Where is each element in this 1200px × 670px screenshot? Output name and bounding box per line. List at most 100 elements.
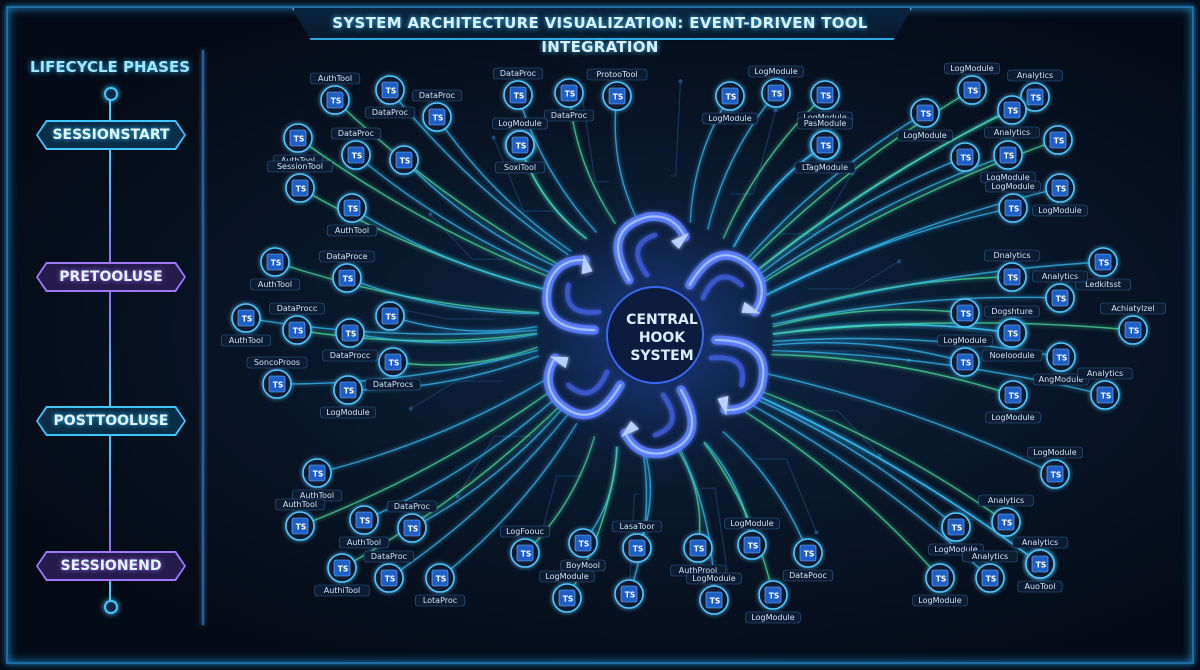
phase-pretooluse[interactable]: PRETOOLUSE (38, 264, 184, 290)
ts-badge-icon (1004, 386, 1022, 404)
tool-node[interactable]: TS (950, 298, 980, 328)
ts-badge-icon (341, 324, 359, 342)
tool-node[interactable]: TS (1043, 125, 1073, 155)
phase-sessionstart[interactable]: SESSIONSTART (38, 122, 184, 148)
ts-badge-text: TS (433, 114, 444, 123)
phase-posttooluse[interactable]: POSTTOOLUSE (38, 408, 184, 434)
tool-node[interactable]: TS (375, 301, 405, 331)
node-label-box (782, 569, 834, 582)
central-hook-hub[interactable]: CENTRAL HOOK SYSTEM (505, 185, 805, 485)
tool-node[interactable]: TS (614, 579, 644, 609)
ts-badge-icon (509, 86, 527, 104)
node-label: DataProce (326, 252, 367, 261)
ts-badge-icon (816, 136, 834, 154)
phase-sessionend[interactable]: SESSIONEND (38, 553, 184, 579)
connection-wire (334, 99, 561, 266)
ts-badge-text: TS (726, 93, 737, 102)
ts-badge-icon (1046, 465, 1064, 483)
node-label-box (249, 278, 301, 291)
ts-badge-icon (743, 536, 761, 554)
node-label: DataProc (338, 129, 374, 138)
node-label-box (326, 224, 378, 237)
node-label-box (1075, 278, 1131, 291)
tool-node[interactable]: TS (389, 145, 419, 175)
ts-badge-icon (1031, 555, 1049, 573)
timeline-connector-2 (109, 150, 111, 262)
connection-wire (772, 296, 1061, 325)
ts-badge-icon (1049, 131, 1067, 149)
ts-badge-text: TS (293, 327, 304, 336)
node-label: DataProc (371, 552, 407, 561)
circuit-trace (814, 350, 909, 362)
tool-node[interactable]: TS (950, 142, 980, 172)
node-label: LogModule (803, 113, 846, 122)
node-label-box (246, 356, 308, 369)
circuit-trace (429, 213, 515, 260)
node-label-box (611, 520, 663, 533)
ts-badge-icon (380, 569, 398, 587)
node-label-box (539, 570, 595, 583)
